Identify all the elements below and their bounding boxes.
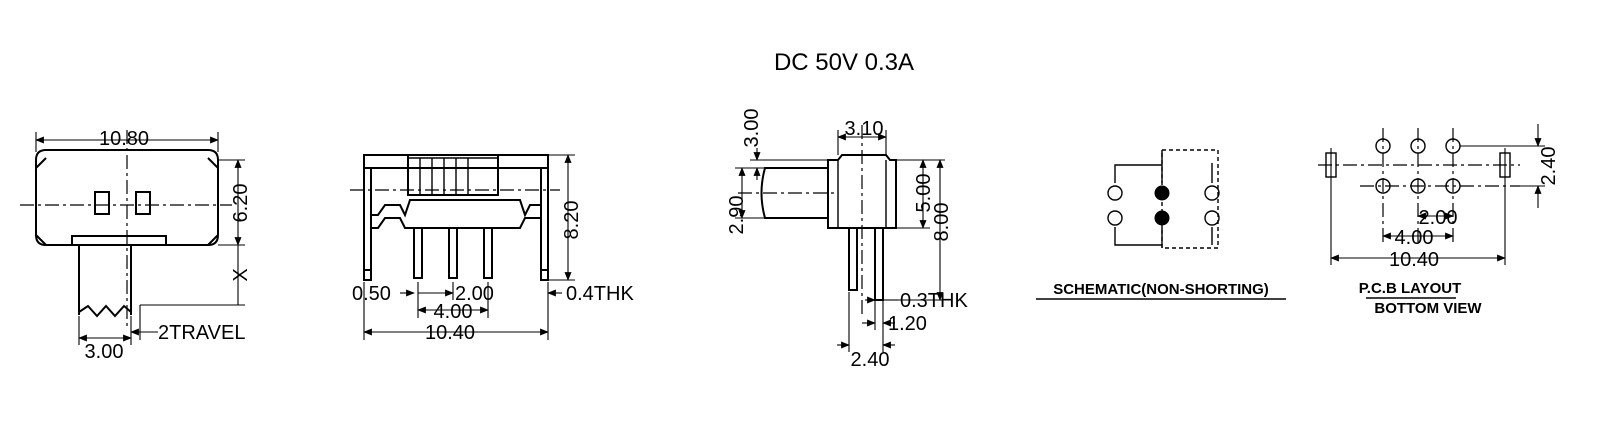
end-pin-thk-label: 0.3THK (900, 290, 968, 312)
front-view: 10.80 6.20 X 2TRAVEL 3.00 (20, 128, 252, 363)
pcb-label-2: BOTTOM VIEW (1374, 300, 1482, 317)
front-height-label: 6.20 (230, 184, 252, 223)
pcb-row-pitch-label: 2.40 (1538, 147, 1560, 186)
front-actuator-label: 3.00 (85, 341, 124, 363)
end-view: 3.00 3.10 2.90 5.00 8.00 0.3THK 1.20 2.4… (726, 109, 968, 371)
schematic-label: SCHEMATIC(NON-SHORTING) (1053, 281, 1269, 298)
end-width-label: 3.10 (845, 118, 884, 140)
side-pitch-small-label: 2.00 (455, 283, 494, 305)
pcb-label-1: P.C.B LAYOUT (1359, 280, 1462, 297)
end-overall-h-label: 8.00 (931, 203, 953, 242)
end-top-label: 3.00 (741, 109, 763, 148)
front-width-label: 10.80 (99, 128, 149, 150)
side-overall-label: 10.40 (425, 322, 475, 344)
end-body-h-label: 5.00 (913, 174, 935, 213)
rating-title: DC 50V 0.3A (774, 49, 914, 76)
pcb-overall-label: 10.40 (1389, 249, 1439, 271)
front-x-label: X (230, 268, 252, 281)
side-pitch-label: 4.00 (434, 301, 473, 323)
pcb-layout: 2.40 2.00 4.00 10.40 P.C.B LAYOUT BOTTOM… (1318, 124, 1560, 317)
side-thickness-label: 0.4THK (566, 283, 634, 305)
pcb-span-label: 4.00 (1395, 227, 1434, 249)
schematic: SCHEMATIC(NON-SHORTING) (1036, 149, 1286, 300)
side-height-label: 8.20 (561, 201, 583, 240)
end-pin-gap-label: 1.20 (888, 313, 927, 335)
pcb-pitch-label: 2.00 (1419, 207, 1458, 229)
front-travel-label: 2TRAVEL (158, 322, 245, 344)
side-view: 0.50 2.00 4.00 10.40 0.4THK 8.20 (350, 154, 634, 344)
end-actuator-h-label: 2.90 (726, 196, 748, 235)
side-pin-width-label: 0.50 (352, 283, 391, 305)
end-pin-span-label: 2.40 (851, 349, 890, 371)
